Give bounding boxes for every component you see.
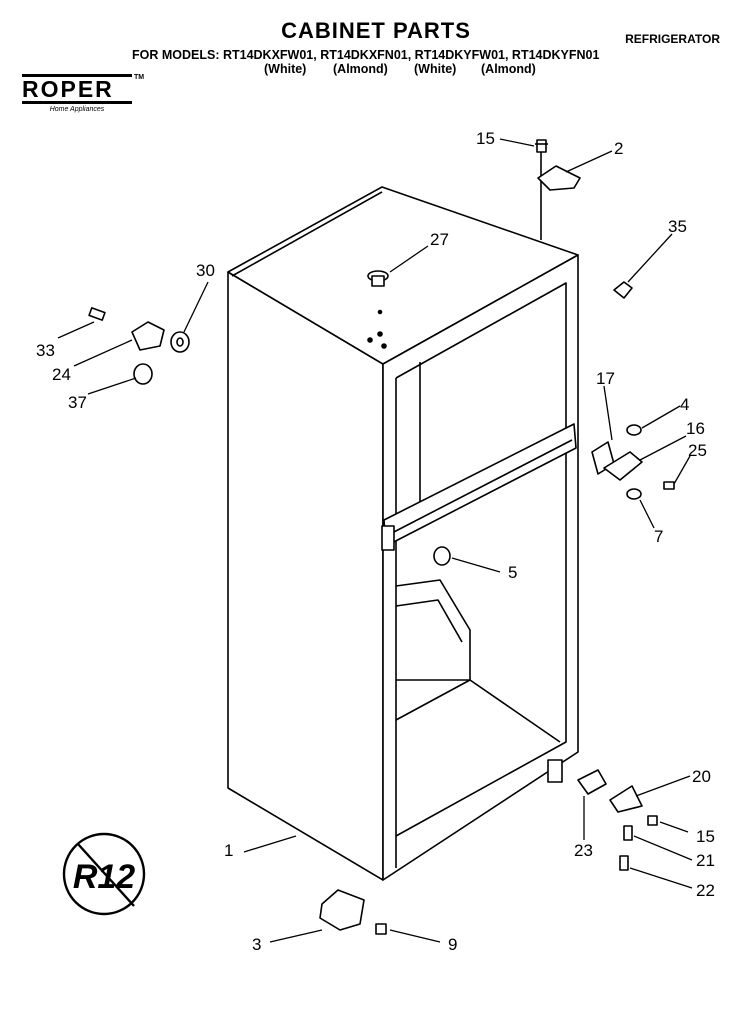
- category-label: REFRIGERATOR: [625, 32, 720, 46]
- bottom-hinge-assembly: [547, 759, 658, 871]
- brand-logo: ROPER TM Home Appliances: [22, 74, 144, 113]
- door-stop-knob: [433, 546, 451, 566]
- badge-text: R12: [73, 858, 135, 896]
- models-line: FOR MODELS: RT14DKXFW01, RT14DKXFN01, RT…: [132, 48, 600, 62]
- callout-27: 27: [430, 230, 449, 249]
- callout-1: 1: [224, 841, 234, 860]
- callout-7: 7: [654, 527, 664, 546]
- logo-rule-top: [22, 74, 132, 77]
- bottom-bracket: [319, 889, 387, 935]
- callout-3: 3: [252, 935, 262, 954]
- variant-label-3: (White): [414, 62, 457, 76]
- callout-21: 21: [696, 851, 715, 870]
- callout-2: 2: [614, 139, 624, 158]
- brand-tagline: Home Appliances: [49, 106, 105, 113]
- callout-9: 9: [448, 935, 458, 954]
- cabinet-shell: [227, 186, 579, 881]
- liner-interior: [395, 579, 561, 743]
- center-hinge-assembly: [591, 424, 675, 500]
- page-title: CABINET PARTS: [281, 18, 471, 43]
- leader-lines: [57, 138, 693, 943]
- callout-17: 17: [596, 369, 615, 388]
- screw-top: [535, 139, 548, 153]
- r12-refrigerant-badge: [62, 832, 146, 916]
- trademark-mark: TM: [134, 74, 145, 81]
- callout-37: 37: [68, 393, 87, 412]
- callout-24: 24: [52, 365, 71, 384]
- callout-30: 30: [196, 261, 215, 280]
- callout-33: 33: [36, 341, 55, 360]
- callout-20: 20: [692, 767, 711, 786]
- variant-label-4: (Almond): [481, 62, 536, 76]
- logo-rule-bottom: [22, 101, 132, 104]
- variant-label-1: (White): [264, 62, 307, 76]
- callout-22: 22: [696, 881, 715, 900]
- callout-5: 5: [508, 563, 518, 582]
- callout-15-bottom: 15: [696, 827, 715, 846]
- callout-23: 23: [574, 841, 593, 860]
- variant-label-2: (Almond): [333, 62, 388, 76]
- callout-35: 35: [668, 217, 687, 236]
- callout-15-top: 15: [476, 129, 495, 148]
- divider-rail: [381, 423, 577, 551]
- left-hinge-assembly: [88, 307, 190, 385]
- hinge-cover: [613, 281, 633, 299]
- top-plug: [367, 270, 389, 349]
- callout-16: 16: [686, 419, 705, 438]
- top-hinge: [537, 165, 581, 191]
- callout-25: 25: [688, 441, 707, 460]
- callout-4: 4: [680, 395, 690, 414]
- brand-name: ROPER: [22, 76, 114, 102]
